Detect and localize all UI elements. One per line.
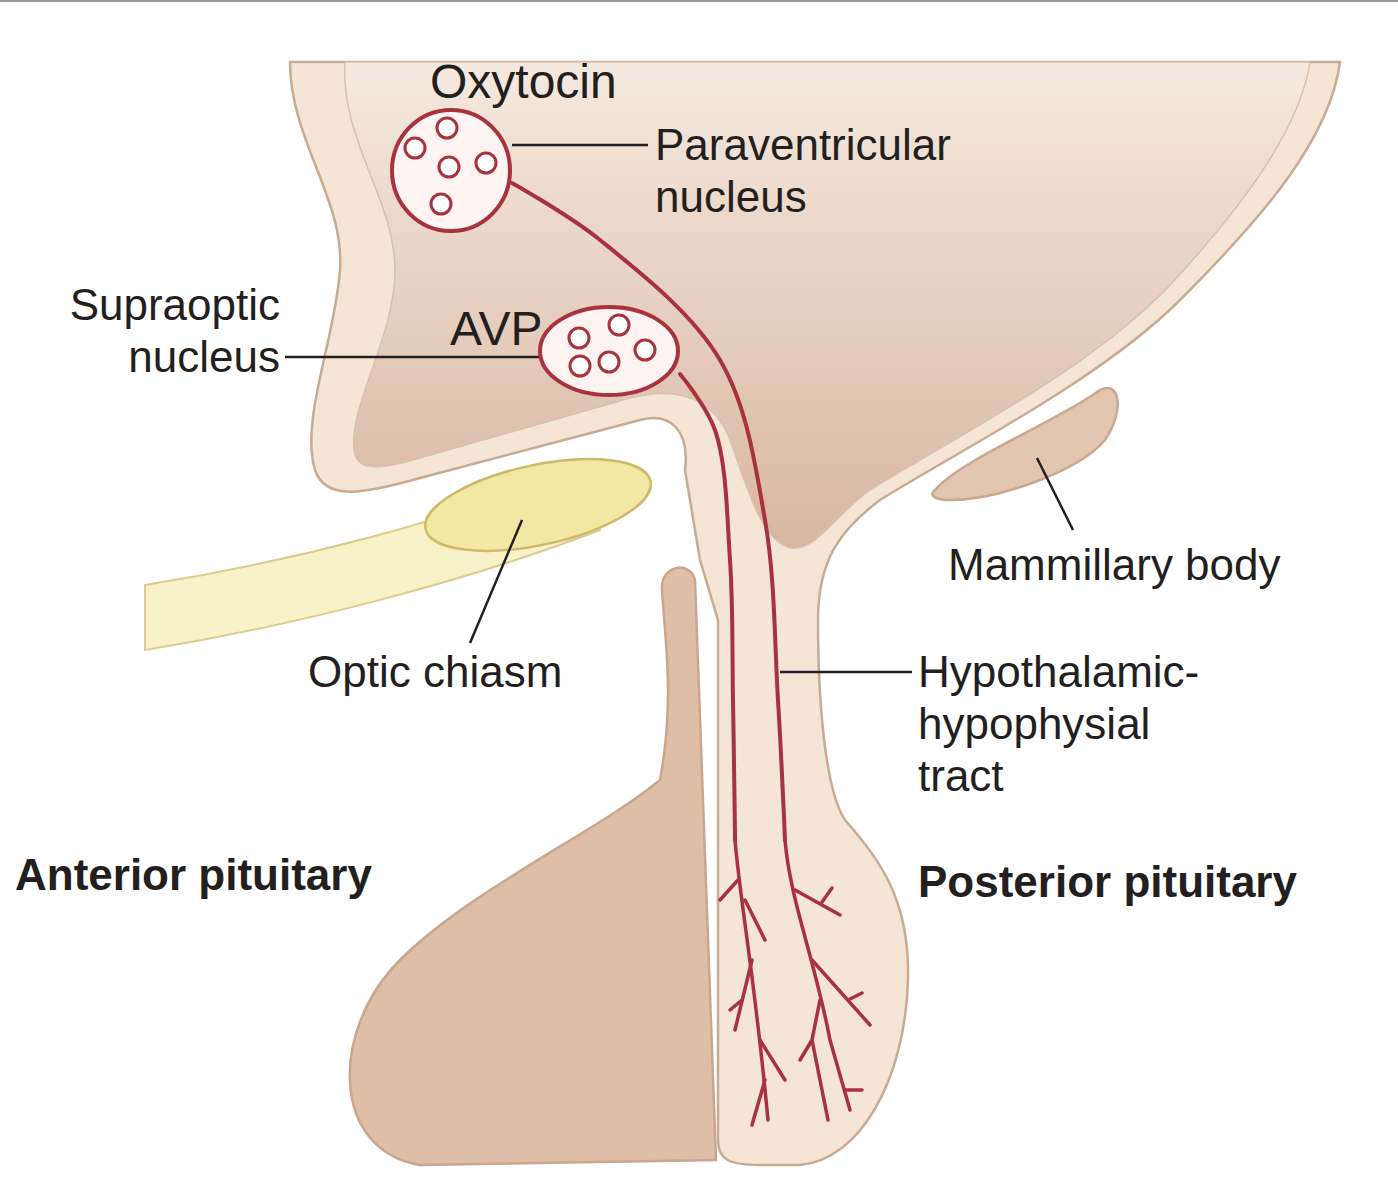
posterior-pituitary: Posterior pituitary xyxy=(715,840,910,1165)
frame-line xyxy=(0,0,1398,2)
nucleus-outline xyxy=(390,108,512,233)
hypothalamus-outer-band xyxy=(290,62,1340,1165)
leader-line xyxy=(512,144,648,147)
node-label: AVP xyxy=(450,303,542,355)
neuron-cell xyxy=(635,340,655,360)
axon-branch xyxy=(720,880,765,940)
supraoptic-nucleus: AVP xyxy=(538,305,680,397)
neuron-cell xyxy=(439,157,459,177)
axon-branch xyxy=(735,840,768,1120)
axon-terminals xyxy=(720,840,870,1125)
neuron-cell xyxy=(405,138,425,158)
part-label: Mammillary body xyxy=(948,539,1328,591)
axon-tract xyxy=(680,374,735,840)
neuron-cell xyxy=(476,153,496,173)
axon-branch xyxy=(752,1040,785,1125)
leader-lines xyxy=(285,145,1073,672)
paraventricular-nucleus: Oxytocin xyxy=(390,108,512,233)
axon-branch xyxy=(845,1088,862,1092)
node-label: Oxytocin xyxy=(430,56,617,108)
axon-branch xyxy=(800,1000,828,1120)
neuron-cell xyxy=(569,328,589,348)
leader-line xyxy=(470,520,522,643)
part-label: Paraventricular nucleus xyxy=(655,119,985,223)
tract-label: Hypothalamic-hypophysial tract xyxy=(918,646,1218,802)
axon-branch xyxy=(730,960,752,1030)
nucleus-body xyxy=(540,307,678,395)
part-label: Supraoptic nucleus xyxy=(40,279,280,383)
nucleus-outline xyxy=(538,305,680,397)
axon-branch xyxy=(795,888,840,915)
nucleus-body xyxy=(392,110,510,231)
part-label: Optic chiasm xyxy=(308,646,608,698)
neuron-cell xyxy=(599,352,619,372)
neuron-cell xyxy=(609,315,629,335)
neuron-cell xyxy=(570,356,590,376)
node-label: Anterior pituitary xyxy=(15,849,372,901)
node-label: Posterior pituitary xyxy=(918,856,1297,908)
leader-line xyxy=(780,671,912,674)
axon-tract xyxy=(512,183,785,840)
neuron-cell xyxy=(431,194,451,214)
leader-line xyxy=(1037,458,1073,530)
mammillary-body-shape xyxy=(932,388,1117,500)
leader-line xyxy=(285,356,540,359)
axon-branch xyxy=(812,960,870,1025)
neuron-cell xyxy=(437,118,457,138)
hypothalamus-interior xyxy=(345,62,1310,548)
